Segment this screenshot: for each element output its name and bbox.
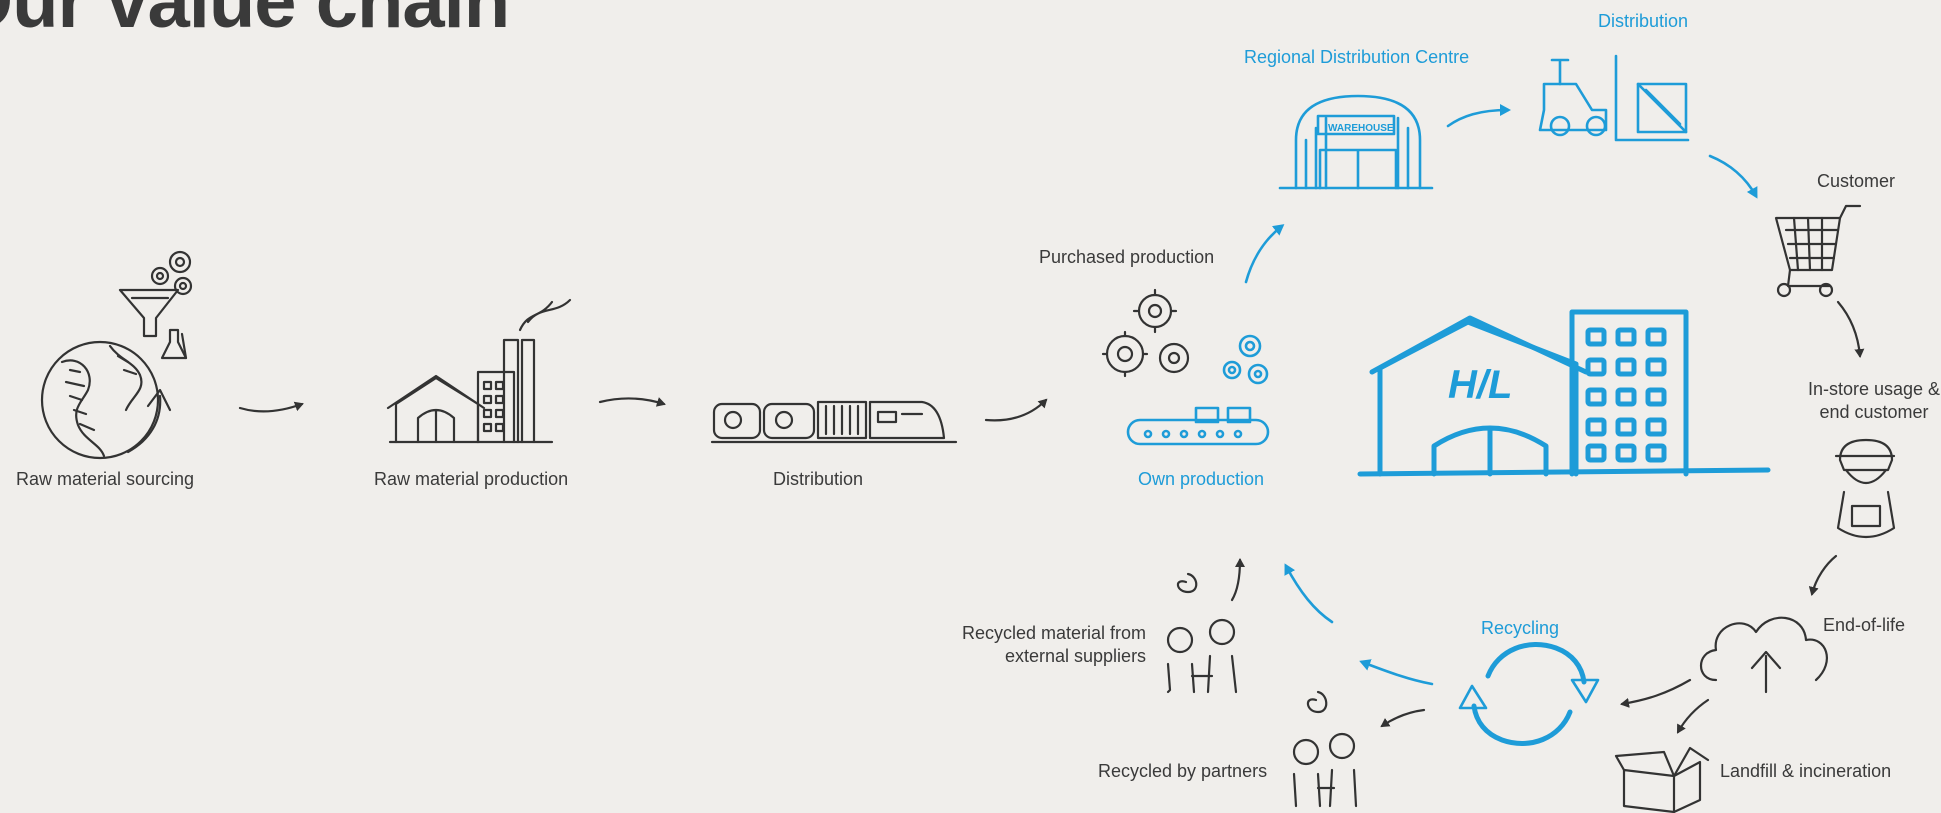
label-in-store-line2: end customer (1819, 402, 1929, 423)
cloud-upload-icon (1700, 616, 1828, 694)
handshake-partners-icon (1292, 690, 1358, 808)
label-in-store-usage: In-store usage & end customer (1808, 378, 1940, 425)
label-recycling: Recycling (1481, 618, 1560, 638)
label-recycled-external-line1: Recycled material from (962, 623, 1147, 643)
label-in-store-line1: In-store usage & (1807, 379, 1941, 399)
page-title: Our value chain (0, 0, 510, 44)
funnel-icon (118, 288, 180, 338)
shopping-cart-icon (1774, 204, 1862, 298)
label-regional-distribution-centre: Regional Distribution Centre (1244, 47, 1470, 67)
label-landfill-incineration: Landfill & incineration (1720, 761, 1892, 781)
label-raw-material-production: Raw material production (374, 469, 569, 489)
label-customer: Customer (1817, 171, 1896, 191)
factory-icon (386, 298, 572, 444)
flask-icon (160, 328, 188, 360)
label-end-of-life: End-of-life (1823, 615, 1906, 635)
label-recycled-external-line2: external suppliers (1004, 646, 1147, 667)
hl-logo: H/L (1448, 363, 1512, 407)
forklift-icon (1538, 54, 1690, 142)
label-downstream-distribution: Distribution (1598, 11, 1689, 31)
warehouse-sign: WAREHOUSE (1328, 123, 1394, 134)
label-purchased-production: Purchased production (1039, 247, 1215, 267)
own-gears-icon (1222, 334, 1269, 385)
globe-icon (40, 340, 172, 460)
label-recycled-external: Recycled material from external supplier… (962, 622, 1146, 669)
label-own-production: Own production (1138, 469, 1265, 489)
label-recycled-by-partners: Recycled by partners (1098, 761, 1268, 781)
label-raw-material-sourcing: Raw material sourcing (16, 469, 195, 489)
box-icon (1614, 746, 1710, 813)
handshake-external-icon (1166, 572, 1238, 694)
warehouse-icon (1278, 94, 1434, 190)
delivery-person-icon (1834, 438, 1896, 539)
recycling-icon (1458, 642, 1600, 746)
purchased-gears-icon (1101, 288, 1190, 378)
label-upstream-distribution: Distribution (773, 469, 864, 489)
conveyor-icon (1126, 406, 1270, 446)
train-icon (710, 400, 958, 444)
gears-icon (150, 250, 193, 296)
hl-building-icon (1357, 309, 1771, 477)
